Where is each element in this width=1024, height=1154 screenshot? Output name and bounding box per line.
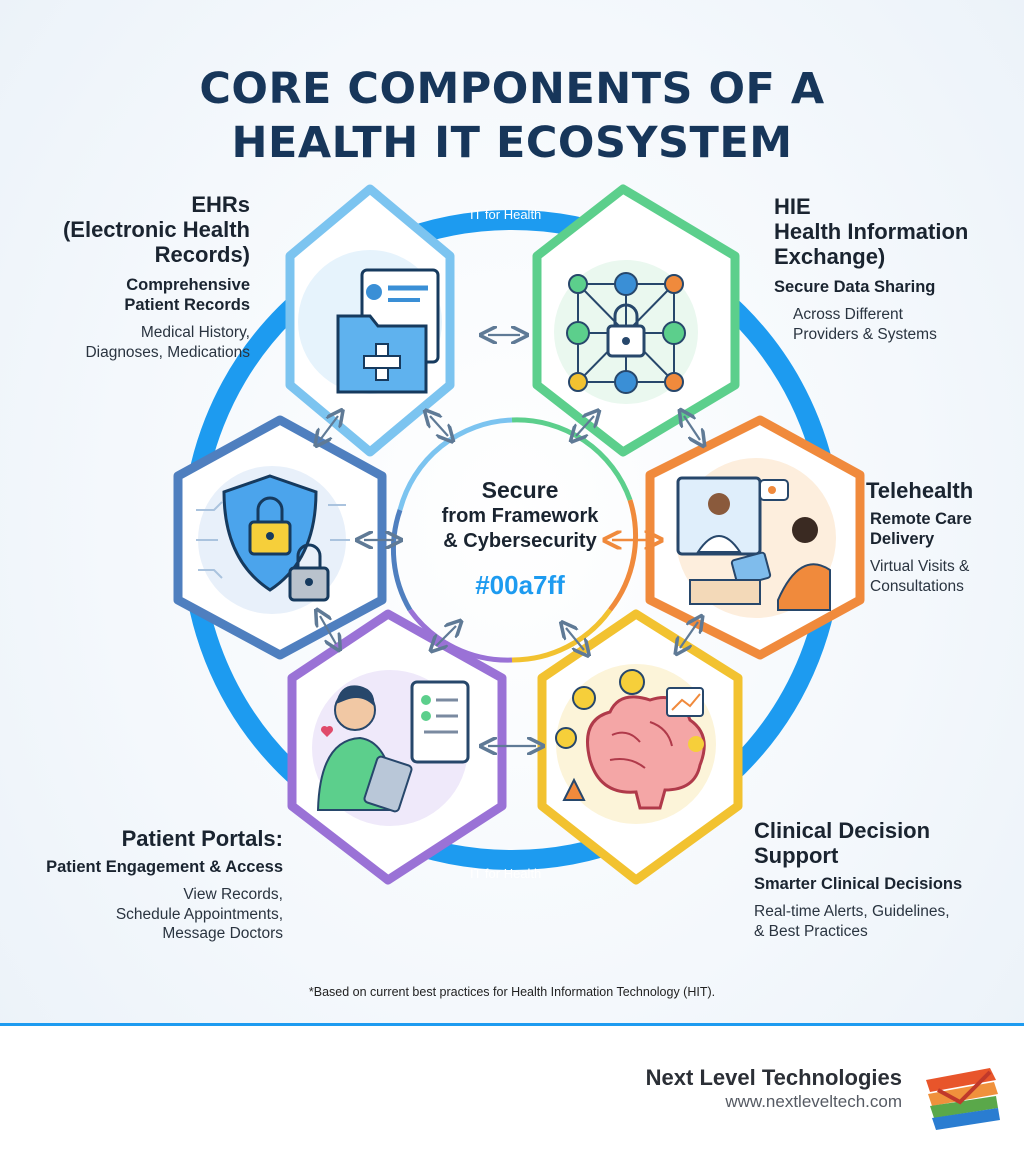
node-ehr[interactable] bbox=[285, 184, 455, 457]
brand-block: Next Level Technologies www.nextleveltec… bbox=[646, 1065, 902, 1113]
brand-url[interactable]: www.nextleveltech.com bbox=[725, 1092, 902, 1111]
node-security[interactable] bbox=[173, 415, 387, 660]
ehr-subtitle-2: Patient Records bbox=[124, 296, 250, 314]
arrow-hie-center bbox=[576, 416, 594, 436]
network-lock-icon bbox=[554, 260, 698, 404]
tablet-user-icon bbox=[312, 670, 470, 826]
portals-desc-3: Message Doctors bbox=[162, 925, 283, 942]
shield-lock-icon bbox=[196, 466, 350, 614]
cds-title-1: Clinical Decision bbox=[754, 818, 931, 843]
node-cds[interactable] bbox=[537, 609, 743, 885]
ehr-desc-2: Diagnoses, Medications bbox=[85, 343, 250, 361]
arrow-portals-center bbox=[436, 626, 456, 646]
arrow-ehr-center bbox=[430, 416, 448, 436]
telehealth-subtitle-1: Remote Care bbox=[870, 510, 972, 528]
center-line-3: & Cybersecurity bbox=[443, 530, 597, 552]
node-portals[interactable] bbox=[287, 609, 507, 885]
patient-folder-icon bbox=[298, 250, 442, 394]
brand-name: Next Level Technologies bbox=[645, 1065, 902, 1090]
telehealth-title: Telehealth bbox=[866, 478, 974, 503]
portals-desc-2: Schedule Appointments, bbox=[115, 905, 283, 923]
cds-desc-1: Real-time Alerts, Guidelines, bbox=[754, 903, 950, 920]
arrow-hie-telehealth bbox=[684, 416, 700, 440]
label-cds: Clinical Decision Support Smarter Clinic… bbox=[754, 818, 1016, 941]
title-line-1: CORE COMPONENTS OF A bbox=[199, 64, 825, 114]
telehealth-subtitle-2: Delivery bbox=[870, 530, 935, 548]
hie-title-1: HIE bbox=[774, 194, 811, 219]
ehr-title-1: EHRs bbox=[191, 192, 250, 217]
ehr-title-2: (Electronic Health bbox=[62, 217, 250, 242]
center-label: Secure from Framework & Cybersecurity #0… bbox=[400, 476, 640, 601]
portals-title: Patient Portals: bbox=[121, 826, 283, 851]
ehr-subtitle-1: Comprehensive bbox=[126, 276, 250, 294]
label-ehr: EHRs (Electronic Health Records) Compreh… bbox=[20, 192, 250, 362]
center-hex-code: #00a7ff bbox=[475, 570, 565, 600]
brain-lightbulb-icon bbox=[555, 664, 716, 824]
ehr-title-3: Records) bbox=[154, 242, 250, 267]
video-consult-icon bbox=[676, 458, 836, 618]
arrow-ehr-security bbox=[320, 416, 338, 440]
footer bbox=[0, 1026, 1024, 1154]
cds-title-2: Support bbox=[754, 843, 839, 868]
title-line-2: HEALTH IT ECOSYSTEM bbox=[231, 118, 793, 168]
hie-desc-1: Across Different bbox=[793, 306, 903, 323]
arrow-cds-center bbox=[566, 628, 584, 650]
portals-subtitle: Patient Engagement & Access bbox=[46, 858, 283, 876]
center-line-2: from Framework bbox=[441, 505, 599, 527]
label-portals: Patient Portals: Patient Engagement & Ac… bbox=[13, 826, 283, 944]
telehealth-desc-2: Consultations bbox=[870, 577, 964, 595]
label-hie: HIE Health Information Exchange) Secure … bbox=[774, 194, 1014, 344]
hie-desc-2: Providers & Systems bbox=[793, 325, 937, 343]
node-hie[interactable] bbox=[532, 184, 740, 457]
hie-title-3: Exchange) bbox=[774, 244, 886, 269]
center-line-1: Secure bbox=[481, 477, 559, 503]
page-title: CORE COMPONENTS OF A HEALTH IT ECOSYSTEM bbox=[0, 62, 1024, 170]
arrow-security-portals bbox=[320, 616, 336, 644]
hie-title-2: Health Information bbox=[774, 219, 969, 244]
connector-arrows bbox=[320, 335, 700, 746]
footnote: *Based on current best practices for Hea… bbox=[308, 985, 716, 999]
telehealth-desc-1: Virtual Visits & bbox=[870, 558, 970, 575]
footer-divider bbox=[0, 1023, 1024, 1026]
arrow-telehealth-cds bbox=[680, 622, 698, 648]
node-telehealth[interactable] bbox=[645, 415, 865, 660]
label-telehealth: Telehealth Remote Care Delivery Virtual … bbox=[866, 478, 1016, 596]
ring-label-top: IT for Health bbox=[470, 207, 542, 222]
ehr-desc-1: Medical History, bbox=[140, 324, 250, 341]
cds-subtitle: Smarter Clinical Decisions bbox=[754, 875, 963, 893]
brand-logo bbox=[926, 1068, 1000, 1130]
ring-label-bottom: IT for Health bbox=[470, 866, 542, 881]
portals-desc-1: View Records, bbox=[183, 886, 283, 903]
cds-desc-2: & Best Practices bbox=[754, 922, 868, 940]
hie-subtitle: Secure Data Sharing bbox=[774, 278, 936, 296]
